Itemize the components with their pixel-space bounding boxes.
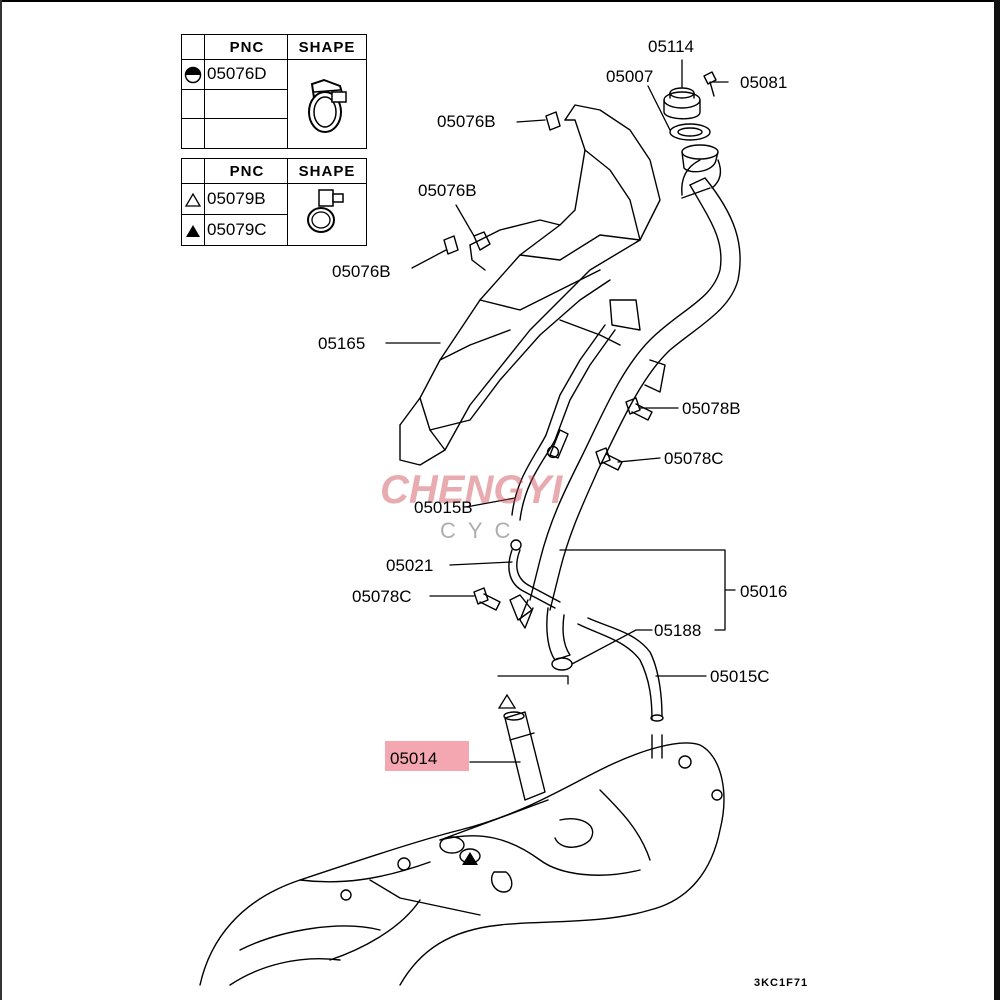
- legend-pnc-header: PNC: [204, 158, 288, 184]
- legend-symbol-cell: [181, 59, 205, 90]
- open-triangle-icon: [184, 192, 202, 207]
- fuel-cap-assembly: [663, 71, 719, 173]
- clip-05076B-mid: [473, 231, 491, 251]
- callout-05016: 05016: [740, 582, 787, 601]
- callout-05015B: 05015B: [414, 498, 473, 517]
- screw-clamp-icon: [307, 189, 344, 233]
- callout-05165: 05165: [318, 334, 365, 353]
- frame-right-edge: [994, 0, 1000, 1000]
- legend-table-clamp: PNC SHAPE 05076D: [181, 34, 367, 149]
- clip-05076B-top: [545, 111, 561, 131]
- frame-top-edge: [0, 0, 1000, 2]
- filled-triangle-marker: [462, 852, 478, 865]
- callout-05014: 05014: [390, 749, 437, 768]
- filled-triangle-icon: [186, 224, 200, 237]
- watermark-sub: CYC: [440, 518, 522, 543]
- legend-pnc-header: PNC: [204, 34, 288, 60]
- diagram-code: 3KC1F71: [754, 977, 808, 989]
- half-circle-icon: [184, 66, 202, 84]
- legend-symbol-cell: [181, 118, 205, 149]
- callout-05015C: 05015C: [710, 667, 770, 686]
- legend-shape-header: SHAPE: [287, 34, 367, 60]
- filler-neck-pipe: [529, 159, 741, 611]
- clip-05076B-left: [443, 235, 459, 255]
- legend-shape-cell: [287, 183, 367, 246]
- legend-pnc-cell: [204, 118, 288, 149]
- callout-05076B-top: 05076B: [437, 112, 496, 131]
- legend-table-hose-clamp: PNC SHAPE 05079B: [181, 158, 367, 246]
- legend-shape-cell: [287, 59, 367, 149]
- filler-hose: [503, 711, 546, 801]
- callout-05081: 05081: [740, 73, 787, 92]
- bolt-05078B: [625, 397, 653, 421]
- breather-tube: [511, 324, 616, 521]
- filler-hose-joint: [509, 594, 573, 671]
- short-tube: [508, 539, 561, 609]
- open-triangle-marker: [497, 693, 517, 709]
- watermark-main: CHENGYI: [380, 468, 563, 512]
- callout-05078C-right: 05078C: [664, 449, 724, 468]
- callout-05188: 05188: [654, 621, 701, 640]
- callout-05078B: 05078B: [682, 399, 741, 418]
- legend-shape-header: SHAPE: [287, 158, 367, 184]
- legend-symbol-cell: [181, 214, 205, 246]
- callout-05078C-left: 05078C: [352, 587, 412, 606]
- bolt-05078C-lower: [473, 587, 501, 611]
- legend-pnc-cell: 05079C: [204, 214, 288, 246]
- bolt-05078C-upper: [595, 447, 623, 471]
- band-clamp-icon: [308, 78, 347, 133]
- highlight-05014: [385, 741, 469, 771]
- filler-protector-bracket: [399, 104, 666, 466]
- callout-05021: 05021: [386, 556, 433, 575]
- leader-lines: [385, 59, 736, 763]
- legend-pnc-cell: 05079B: [204, 183, 288, 215]
- legend-pnc-cell: [204, 88, 288, 120]
- callout-05007: 05007: [606, 67, 653, 86]
- fuel-tank: [199, 742, 725, 986]
- callout-05076B-left: 05076B: [332, 262, 391, 281]
- frame-left-edge: [0, 0, 2, 1000]
- callout-05076B-mid: 05076B: [418, 181, 477, 200]
- vent-hose: [577, 617, 664, 759]
- callout-05114: 05114: [648, 37, 694, 56]
